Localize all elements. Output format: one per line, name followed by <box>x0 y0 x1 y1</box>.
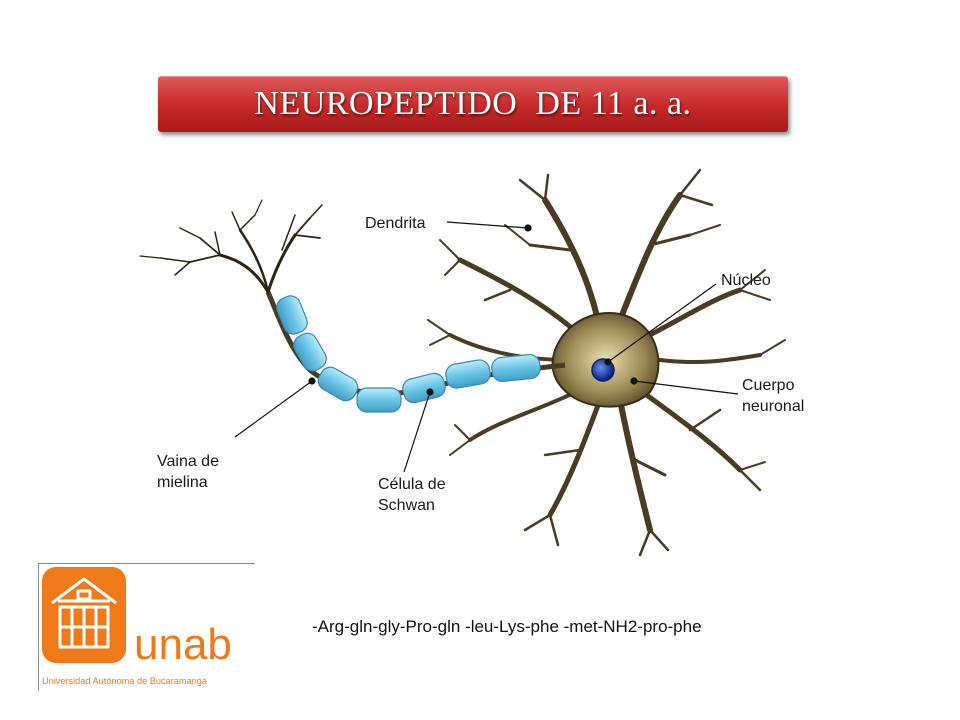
slide-title: NEUROPEPTIDO DE 11 a. a. <box>254 85 692 122</box>
label-schwann-1: Célula de <box>378 476 446 493</box>
label-schwann-2: Schwan <box>378 497 435 514</box>
myelin-segment <box>356 387 402 413</box>
myelin-segment <box>402 372 446 404</box>
peptide-sequence: -Arg-gln-gly-Pro-gln -leu-Lys-phe -met-N… <box>312 617 702 636</box>
myelin-segment <box>276 295 308 335</box>
title-banner: NEUROPEPTIDO DE 11 a. a. <box>158 76 788 132</box>
label-myelin-1: Vaina de <box>157 453 219 470</box>
logo-brand: unab <box>134 620 232 669</box>
unab-logo: unab Universidad Autónoma de Bucaramanga <box>38 563 255 691</box>
label-cell-body-2: neuronal <box>742 398 804 415</box>
label-myelin-2: mielina <box>157 474 208 491</box>
leader-lines <box>234 221 739 473</box>
house-icon <box>51 577 117 649</box>
label-dendrite: Dendrita <box>365 215 426 232</box>
label-cell-body-1: Cuerpo <box>742 377 795 394</box>
myelin-segment <box>445 359 491 389</box>
label-nucleus: Núcleo <box>721 272 771 289</box>
logo-subtitle: Universidad Autónoma de Bucaramanga <box>42 676 208 686</box>
myelin-segment <box>293 332 327 372</box>
unab-logo-graphic: unab Universidad Autónoma de Bucaramanga <box>42 567 232 686</box>
myelin-segment <box>317 366 359 402</box>
myelin-segment <box>491 353 541 383</box>
myelin-sheath <box>276 295 541 413</box>
axon-terminals <box>139 199 323 294</box>
